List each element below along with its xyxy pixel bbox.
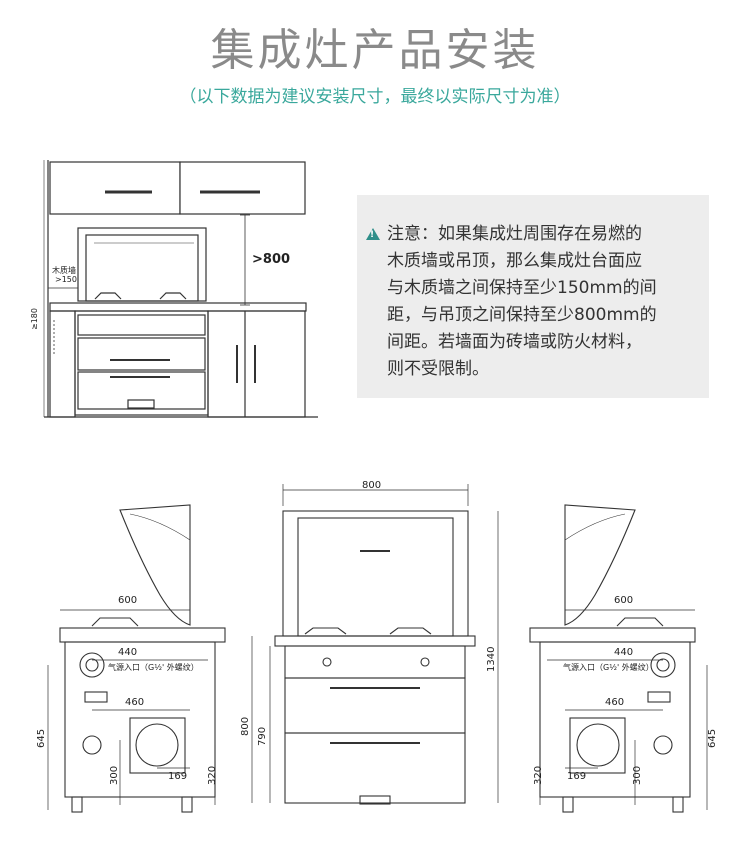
right-gas-label: 气源入口（G½' 外螺纹）	[563, 663, 654, 672]
label-wood-wall: 木质墙	[52, 266, 76, 275]
right-v300: 300	[632, 765, 643, 785]
page-title: 集成灶产品安装	[210, 25, 540, 76]
left-duct-460: 460	[125, 697, 145, 708]
right-duct-460: 460	[605, 697, 625, 708]
safety-note: ! 注意：如果集成灶周围存在易燃的 木质墙或吊顶，那么集成灶台面应 与木质墙之间…	[357, 195, 709, 398]
front-width-800: 800	[362, 480, 382, 491]
page-subtitle: （以下数据为建议安装尺寸，最终以实际尺寸为准）	[179, 87, 571, 107]
warning-icon	[366, 228, 380, 240]
right-gas-440: 440	[614, 647, 634, 658]
left-v300: 300	[109, 765, 120, 785]
side-view-left	[47, 504, 226, 813]
label-800: >800	[252, 252, 291, 267]
front-height-790: 790	[257, 726, 268, 746]
side-view-right	[529, 504, 708, 813]
installation-diagram	[43, 160, 318, 418]
left-h169: 169	[168, 771, 188, 782]
left-v320: 320	[207, 765, 218, 785]
left-gas-440: 440	[118, 647, 138, 658]
label-150: >150	[55, 275, 77, 284]
right-v320: 320	[533, 765, 544, 785]
note-text: 注意：如果集成灶周围存在易燃的 木质墙或吊顶，那么集成灶台面应 与木质墙之间保持…	[387, 224, 657, 379]
right-h169: 169	[567, 771, 587, 782]
right-height-645: 645	[707, 728, 718, 748]
right-depth-600: 600	[614, 595, 634, 606]
front-view	[251, 484, 499, 805]
left-gas-label: 气源入口（G½' 外螺纹）	[108, 663, 199, 672]
front-height-800: 800	[240, 716, 251, 736]
left-height-645: 645	[36, 728, 47, 748]
front-height-1340: 1340	[486, 646, 497, 672]
left-depth-600: 600	[118, 595, 138, 606]
label-180: ≥180	[30, 308, 39, 330]
